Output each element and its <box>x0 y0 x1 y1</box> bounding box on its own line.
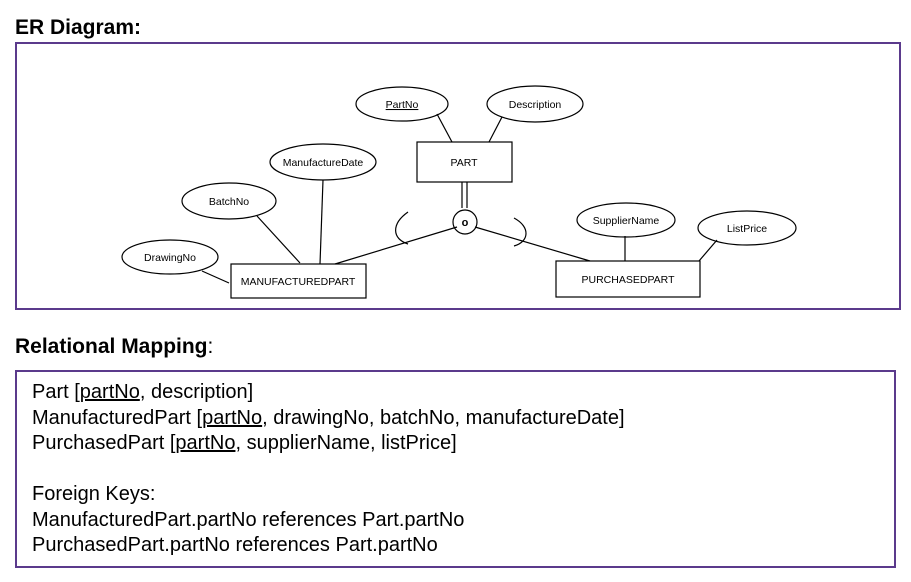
manufacturedpart-relation: ManufacturedPart [partNo, drawingNo, bat… <box>32 406 625 432</box>
manufacturedate-label: ManufactureDate <box>283 157 364 169</box>
er-diagram-heading: ER Diagram: <box>15 16 142 39</box>
listprice-connector <box>698 239 718 262</box>
manufacturedpart-entity-label: MANUFACTUREDPART <box>241 276 356 288</box>
relational-mapping-text: Part [partNo, description] ManufacturedP… <box>32 380 625 559</box>
manufacturedpart-relation-name: ManufacturedPart [ <box>32 406 203 429</box>
purchasedpart-entity <box>555 260 701 298</box>
relational-mapping-heading: Relational Mapping: <box>15 335 213 359</box>
manufactured-subset-arc <box>395 211 409 245</box>
part-primary-key: partNo <box>79 381 140 403</box>
listprice-label: ListPrice <box>727 223 767 235</box>
relational-mapping-frame: Part [partNo, description] ManufacturedP… <box>15 370 896 568</box>
partno-connector <box>436 113 453 143</box>
specialization-circle <box>452 209 478 235</box>
purchasedpart-relation-attributes: , supplierName, listPrice] <box>235 432 457 454</box>
suppliername-label: SupplierName <box>593 215 660 227</box>
batchno-attribute <box>181 182 277 220</box>
manufacturedpart-relation-attributes: , drawingNo, batchNo, manufactureDate] <box>262 406 625 429</box>
description-connector <box>488 116 503 143</box>
specialization-symbol: o <box>462 217 469 229</box>
description-attribute <box>486 85 584 123</box>
drawingno-label: DrawingNo <box>144 252 196 264</box>
description-label: Description <box>509 99 562 111</box>
drawingno-connector <box>201 270 230 284</box>
er-diagram: PartNo Description ManufactureDate Batch… <box>121 85 797 299</box>
part-entity-label: PART <box>450 157 478 169</box>
spacer <box>32 457 625 483</box>
part-relation: Part [partNo, description] <box>32 380 625 406</box>
purchasedpart-relation-name: PurchasedPart [ <box>32 432 176 454</box>
batchno-connector <box>256 215 301 264</box>
part-relation-name: Part [ <box>32 381 80 403</box>
relational-mapping-heading-colon: : <box>207 335 214 358</box>
foreign-keys-title: Foreign Keys: <box>32 483 156 505</box>
part-relation-attributes: , description] <box>139 381 254 403</box>
listprice-attribute <box>697 210 797 246</box>
partno-label: PartNo <box>386 99 419 111</box>
purchasedpart-relation: PurchasedPart [partNo, supplierName, lis… <box>32 431 625 457</box>
batchno-label: BatchNo <box>209 196 249 208</box>
purchased-subclass-line <box>474 226 591 262</box>
manufacturedate-attribute <box>269 143 377 181</box>
part-entity <box>416 141 513 183</box>
purchased-subset-arc <box>513 217 527 247</box>
manufacturedpart-primary-key: partNo <box>202 406 263 429</box>
partno-attribute <box>355 86 449 122</box>
purchasedpart-primary-key: partNo <box>175 432 236 454</box>
manufacturedpart-entity <box>230 263 367 299</box>
foreign-key-manufacturedpart: ManufacturedPart.partNo references Part.… <box>32 508 465 531</box>
suppliername-attribute <box>576 202 676 238</box>
relational-mapping-heading-text: Relational Mapping <box>15 335 208 358</box>
er-diagram-frame: PartNo Description ManufactureDate Batch… <box>15 42 901 310</box>
manufactured-subclass-line <box>334 226 458 265</box>
foreign-key-purchasedpart: PurchasedPart.partNo references Part.par… <box>32 534 438 556</box>
drawingno-attribute <box>121 239 219 275</box>
manufacturedate-connector <box>319 179 324 265</box>
purchasedpart-entity-label: PURCHASEDPART <box>582 274 676 286</box>
